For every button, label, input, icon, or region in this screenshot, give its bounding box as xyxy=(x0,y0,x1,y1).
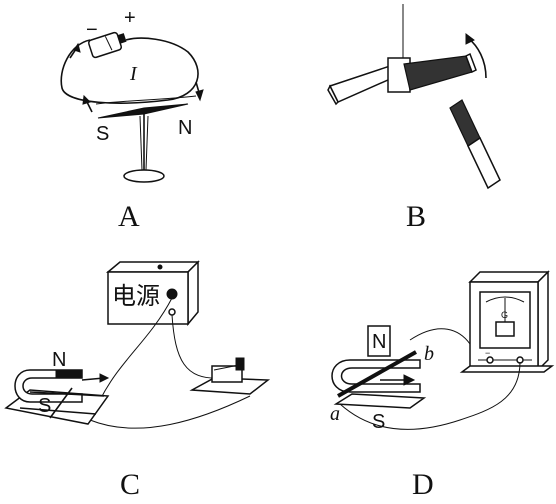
panel-d-meter-scale xyxy=(485,296,525,303)
panel-c-wire-3 xyxy=(89,395,251,429)
panel-a-battery-plus: + xyxy=(124,7,136,29)
panel-d-base xyxy=(333,393,427,409)
panel-c-pole-n: N xyxy=(52,349,66,371)
panel-c-motor-experiment: 电源 N S C xyxy=(4,260,271,501)
panel-b-second-magnet-white xyxy=(467,136,501,190)
panel-d-rod xyxy=(337,350,417,398)
panel-d-label: D xyxy=(412,468,434,501)
panel-d-pole-s: S xyxy=(372,411,385,433)
panel-a-stand-base xyxy=(123,169,165,183)
panel-c-rod xyxy=(49,387,73,419)
panel-d-galvanometer xyxy=(459,270,555,373)
panel-b-second-magnet-dark xyxy=(449,99,481,147)
panel-a-oersted-experiment: − + I S N A xyxy=(60,7,204,233)
panel-d-point-b: b xyxy=(424,343,434,365)
panel-a-wire-lower xyxy=(95,95,197,105)
panel-d-meter-minus: − xyxy=(485,348,490,358)
panel-c-terminal-white xyxy=(168,308,176,316)
panel-c-label: C xyxy=(120,468,140,501)
panel-b-dark-bar xyxy=(403,55,473,91)
panel-a-battery-minus: − xyxy=(86,19,98,41)
panel-c-wire-2 xyxy=(171,314,221,379)
panel-d-point-a: a xyxy=(330,403,340,425)
panel-d-meter-symbol: G xyxy=(501,310,508,320)
panel-d-wire-1 xyxy=(409,328,471,345)
panel-c-wire-1 xyxy=(99,297,173,401)
panel-b-label: B xyxy=(406,200,426,233)
panel-a-compass-needle xyxy=(97,103,189,119)
panel-c-rail-2 xyxy=(19,407,97,415)
panel-c-power-supply xyxy=(105,260,200,327)
panel-a-current-symbol: I xyxy=(129,63,138,85)
panel-c-switch xyxy=(189,357,271,395)
panel-a-pole-s: S xyxy=(96,123,109,145)
panel-c-terminal-black xyxy=(166,288,178,300)
panel-d-induction-experiment: G − N S a b D xyxy=(330,270,555,501)
panel-d-wire-2 xyxy=(339,361,521,430)
panel-c-power-supply-label: 电源 xyxy=(112,282,160,310)
panel-a-pole-n: N xyxy=(178,117,192,139)
panel-d-u-magnet xyxy=(331,359,421,393)
panel-d-pole-n: N xyxy=(372,331,386,353)
panel-a-battery xyxy=(87,31,127,59)
panel-b-magnet-experiment: B xyxy=(327,4,501,233)
panel-a-label: A xyxy=(118,200,140,233)
panel-d-pole-n-block xyxy=(367,325,391,357)
panel-a-wire-loop xyxy=(60,37,199,104)
panel-c-pole-s: S xyxy=(38,395,51,417)
